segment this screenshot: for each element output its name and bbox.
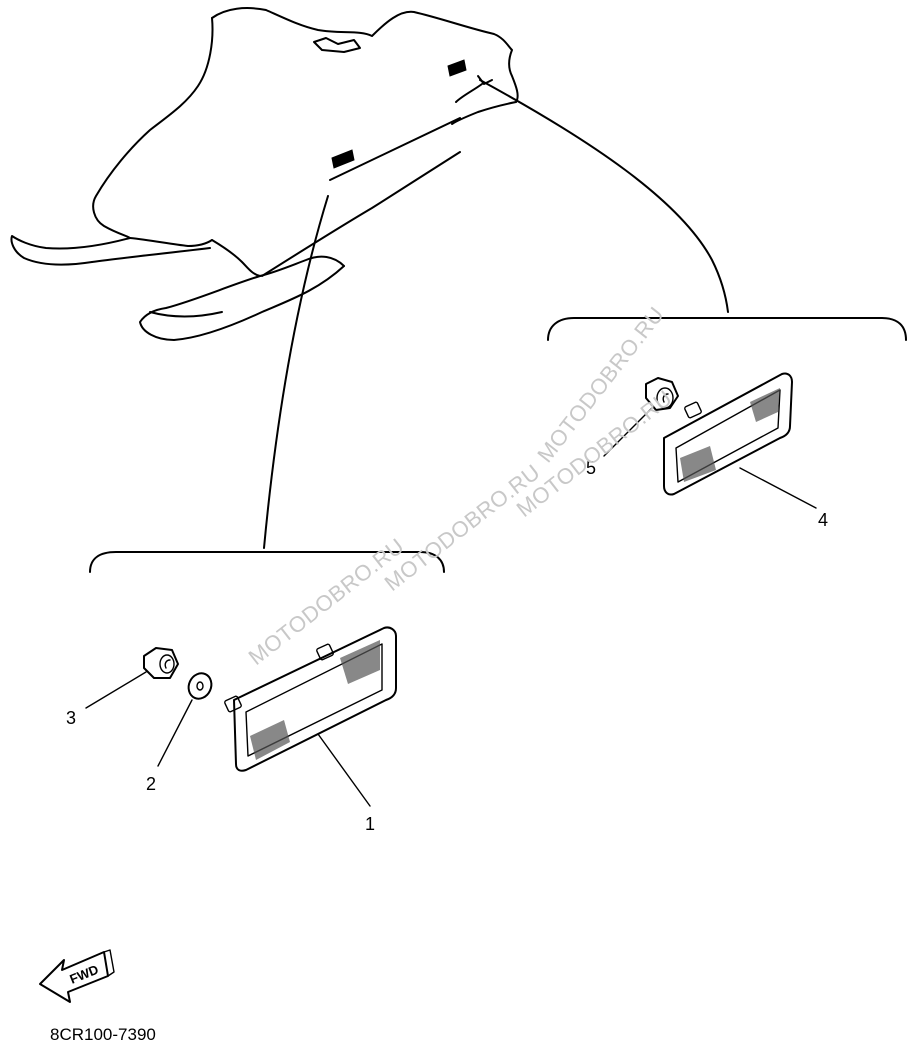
reflector-spot-left — [331, 149, 355, 169]
callout-leader-4 — [739, 467, 817, 509]
watermark-1: MOTODOBRO.RU — [244, 533, 409, 670]
fwd-arrow-icon: FWD — [39, 949, 115, 1003]
nut-part-5 — [645, 377, 679, 411]
detail-bracket-left — [89, 551, 445, 573]
callout-2: 2 — [146, 774, 156, 794]
callout-leader-5 — [603, 407, 653, 457]
leader-line-left — [263, 195, 329, 549]
nut-part-3 — [143, 647, 179, 679]
washer-part-2 — [187, 672, 213, 700]
callout-leader-2 — [157, 699, 193, 767]
leader-arrow-right — [477, 75, 493, 85]
callout-1: 1 — [365, 814, 375, 834]
reflector-spot-right — [447, 59, 467, 77]
detail-bracket-right — [547, 317, 907, 341]
callout-5: 5 — [586, 458, 596, 478]
callout-leader-3 — [85, 671, 147, 709]
leader-line-right — [479, 79, 729, 313]
callout-4: 4 — [818, 510, 828, 530]
reflector-part-4 — [663, 372, 793, 496]
reflector-part-1 — [224, 626, 397, 772]
callout-leader-1 — [317, 733, 371, 807]
snowmobile-outline — [10, 7, 519, 341]
watermark-2: MOTODOBRO.RU — [380, 459, 545, 596]
callout-3: 3 — [66, 708, 76, 728]
part-code: 8CR100-7390 — [50, 1025, 156, 1043]
